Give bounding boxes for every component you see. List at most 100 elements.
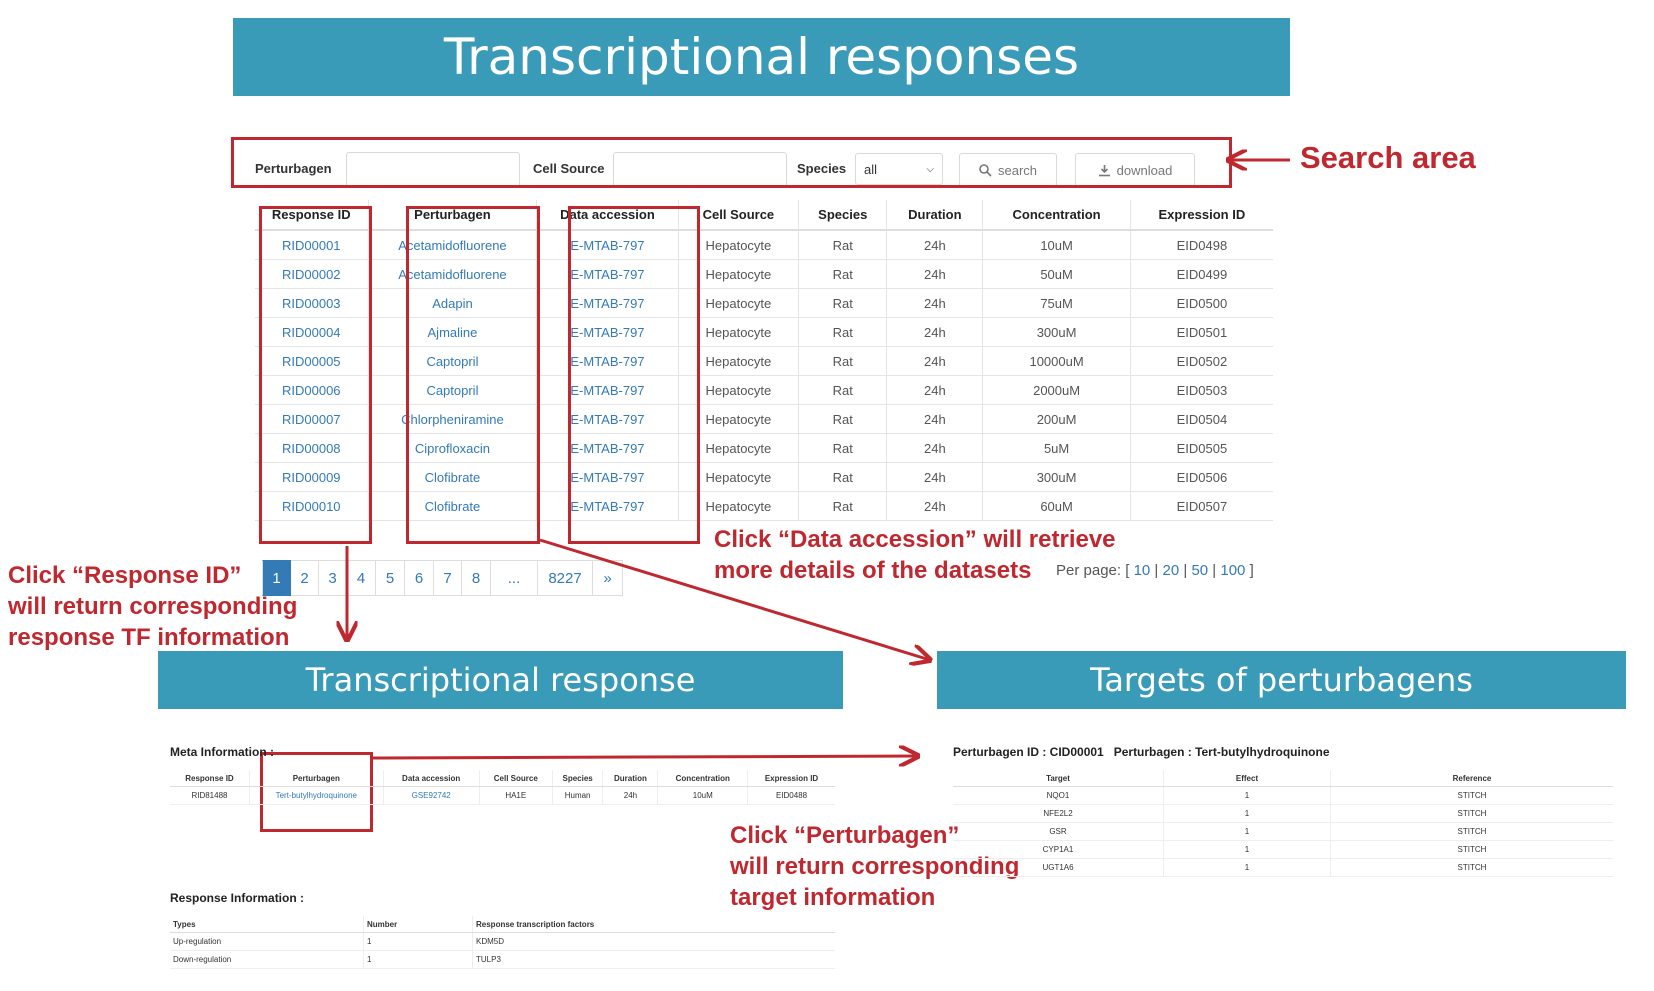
col-perturbagen[interactable]: Perturbagen — [368, 200, 538, 231]
data-accession-link[interactable]: E-MTAB-797 — [570, 469, 645, 485]
perturbagen-link[interactable]: Captopril — [426, 382, 479, 398]
page-1[interactable]: 1 — [262, 560, 291, 596]
cell-response-id[interactable]: RID00001 — [255, 229, 369, 260]
cell-data-accession[interactable]: E-MTAB-797 — [536, 288, 679, 318]
cell-data-accession[interactable]: E-MTAB-797 — [536, 346, 679, 376]
response-id-link[interactable]: RID00002 — [282, 266, 341, 282]
cell-perturbagen[interactable]: Clofibrate — [368, 491, 538, 521]
data-accession-link[interactable]: E-MTAB-797 — [570, 382, 645, 398]
targets-cell: STITCH — [1330, 822, 1613, 841]
page-6[interactable]: 6 — [405, 560, 434, 596]
cell-perturbagen[interactable]: Captopril — [368, 375, 538, 405]
cell-concentration: 300uM — [982, 317, 1131, 347]
response-id-link[interactable]: RID00003 — [282, 295, 341, 311]
perturbagen-note-line3: target information — [730, 884, 936, 911]
page-7[interactable]: 7 — [434, 560, 462, 596]
response-id-link[interactable]: RID00007 — [282, 411, 341, 427]
col-concentration[interactable]: Concentration — [982, 200, 1131, 231]
cell-perturbagen[interactable]: Adapin — [368, 288, 538, 318]
cell-perturbagen[interactable]: Ciprofloxacin — [368, 433, 538, 463]
page-8[interactable]: 8 — [462, 560, 491, 596]
cell-data-accession[interactable]: E-MTAB-797 — [536, 404, 679, 434]
perturbagen-link[interactable]: Adapin — [432, 295, 473, 311]
meta-cell-perturbagen[interactable]: Tert-butylhydroquinone — [249, 786, 384, 805]
meta-cell-response-id: RID81488 — [170, 786, 250, 805]
col-expression-id[interactable]: Expression ID — [1130, 200, 1273, 231]
cell-expression-id: EID0498 — [1130, 229, 1273, 260]
cell-response-id[interactable]: RID00005 — [255, 346, 369, 376]
perturbagen-link[interactable]: Acetamidofluorene — [398, 266, 507, 282]
targets-cell: 1 — [1163, 804, 1331, 823]
per-page-10[interactable]: 10 — [1133, 562, 1151, 579]
cell-data-accession[interactable]: E-MTAB-797 — [536, 462, 679, 492]
perturbagen-link[interactable]: Clofibrate — [424, 469, 481, 485]
cell-data-accession[interactable]: E-MTAB-797 — [536, 375, 679, 405]
response-id-link[interactable]: RID00006 — [282, 382, 341, 398]
cell-response-id[interactable]: RID00009 — [255, 462, 369, 492]
cell-perturbagen[interactable]: Acetamidofluorene — [368, 229, 538, 260]
data-accession-link[interactable]: E-MTAB-797 — [570, 295, 645, 311]
data-accession-link[interactable]: E-MTAB-797 — [570, 411, 645, 427]
cell-perturbagen[interactable]: Ajmaline — [368, 317, 538, 347]
cell-response-id[interactable]: RID00007 — [255, 404, 369, 434]
response-id-link[interactable]: RID00001 — [282, 237, 341, 253]
data-accession-link[interactable]: E-MTAB-797 — [570, 324, 645, 340]
data-accession-link[interactable]: E-MTAB-797 — [570, 498, 645, 514]
cell-data-accession[interactable]: E-MTAB-797 — [536, 433, 679, 463]
response-id-link[interactable]: RID00008 — [282, 440, 341, 456]
page-4[interactable]: 4 — [347, 560, 376, 596]
response-id-link[interactable]: RID00009 — [282, 469, 341, 485]
cell-perturbagen[interactable]: Acetamidofluorene — [368, 259, 538, 289]
page-8227[interactable]: 8227 — [538, 560, 593, 596]
perturbagen-link[interactable]: Ciprofloxacin — [414, 440, 491, 456]
meta-col-expression-id: Expression ID — [747, 770, 835, 787]
cell-perturbagen[interactable]: Clofibrate — [368, 462, 538, 492]
page-2[interactable]: 2 — [291, 560, 319, 596]
cell-perturbagen[interactable]: Chlorpheniramine — [368, 404, 538, 434]
cell-response-id[interactable]: RID00006 — [255, 375, 369, 405]
perturbagen-link[interactable]: Clofibrate — [424, 498, 481, 514]
cell-source-input[interactable] — [613, 152, 787, 188]
meta-cell-concentration: 10uM — [657, 786, 749, 805]
perturbagen-link[interactable]: Captopril — [426, 353, 479, 369]
col-species[interactable]: Species — [798, 200, 888, 231]
response-id-link[interactable]: RID00010 — [282, 498, 341, 514]
response-id-link[interactable]: RID00004 — [282, 324, 341, 340]
cell-response-id[interactable]: RID00003 — [255, 288, 369, 318]
page-5[interactable]: 5 — [376, 560, 405, 596]
search-button[interactable]: search — [959, 153, 1057, 187]
per-page-100[interactable]: 100 — [1220, 562, 1246, 579]
search-area: Perturbagen Cell Source Species all ⌵ se… — [233, 139, 1230, 188]
cell-data-accession[interactable]: E-MTAB-797 — [536, 229, 679, 260]
col-data-accession[interactable]: Data accession — [536, 200, 679, 231]
perturbagen-link[interactable]: Ajmaline — [427, 324, 478, 340]
species-select[interactable]: all ⌵ — [855, 153, 943, 185]
cell-data-accession[interactable]: E-MTAB-797 — [536, 259, 679, 289]
perturbagen-link[interactable]: Acetamidofluorene — [398, 237, 507, 253]
cell-data-accession[interactable]: E-MTAB-797 — [536, 317, 679, 347]
perturbagen-link[interactable]: Chlorpheniramine — [401, 411, 504, 427]
cell-data-accession[interactable]: E-MTAB-797 — [536, 491, 679, 521]
cell-duration: 24h — [886, 375, 984, 405]
per-page-50[interactable]: 50 — [1191, 562, 1209, 579]
cell-concentration: 75uM — [982, 288, 1131, 318]
col-duration[interactable]: Duration — [886, 200, 984, 231]
perturbagen-input[interactable] — [346, 152, 520, 188]
col-response-id[interactable]: Response ID — [255, 200, 369, 231]
data-accession-link[interactable]: E-MTAB-797 — [570, 266, 645, 282]
meta-cell-data-accession[interactable]: GSE92742 — [383, 786, 480, 805]
cell-perturbagen[interactable]: Captopril — [368, 346, 538, 376]
meta-cell-species: Human — [552, 786, 604, 805]
data-accession-link[interactable]: E-MTAB-797 — [570, 353, 645, 369]
data-accession-link[interactable]: E-MTAB-797 — [570, 440, 645, 456]
cell-response-id[interactable]: RID00008 — [255, 433, 369, 463]
per-page-20[interactable]: 20 — [1162, 562, 1180, 579]
cell-response-id[interactable]: RID00004 — [255, 317, 369, 347]
download-button[interactable]: download — [1075, 153, 1195, 187]
response-id-link[interactable]: RID00005 — [282, 353, 341, 369]
data-accession-link[interactable]: E-MTAB-797 — [570, 237, 645, 253]
cell-species: Rat — [798, 491, 888, 521]
cell-response-id[interactable]: RID00002 — [255, 259, 369, 289]
targets-cell: UGT1A6 — [953, 858, 1164, 877]
cell-response-id[interactable]: RID00010 — [255, 491, 369, 521]
